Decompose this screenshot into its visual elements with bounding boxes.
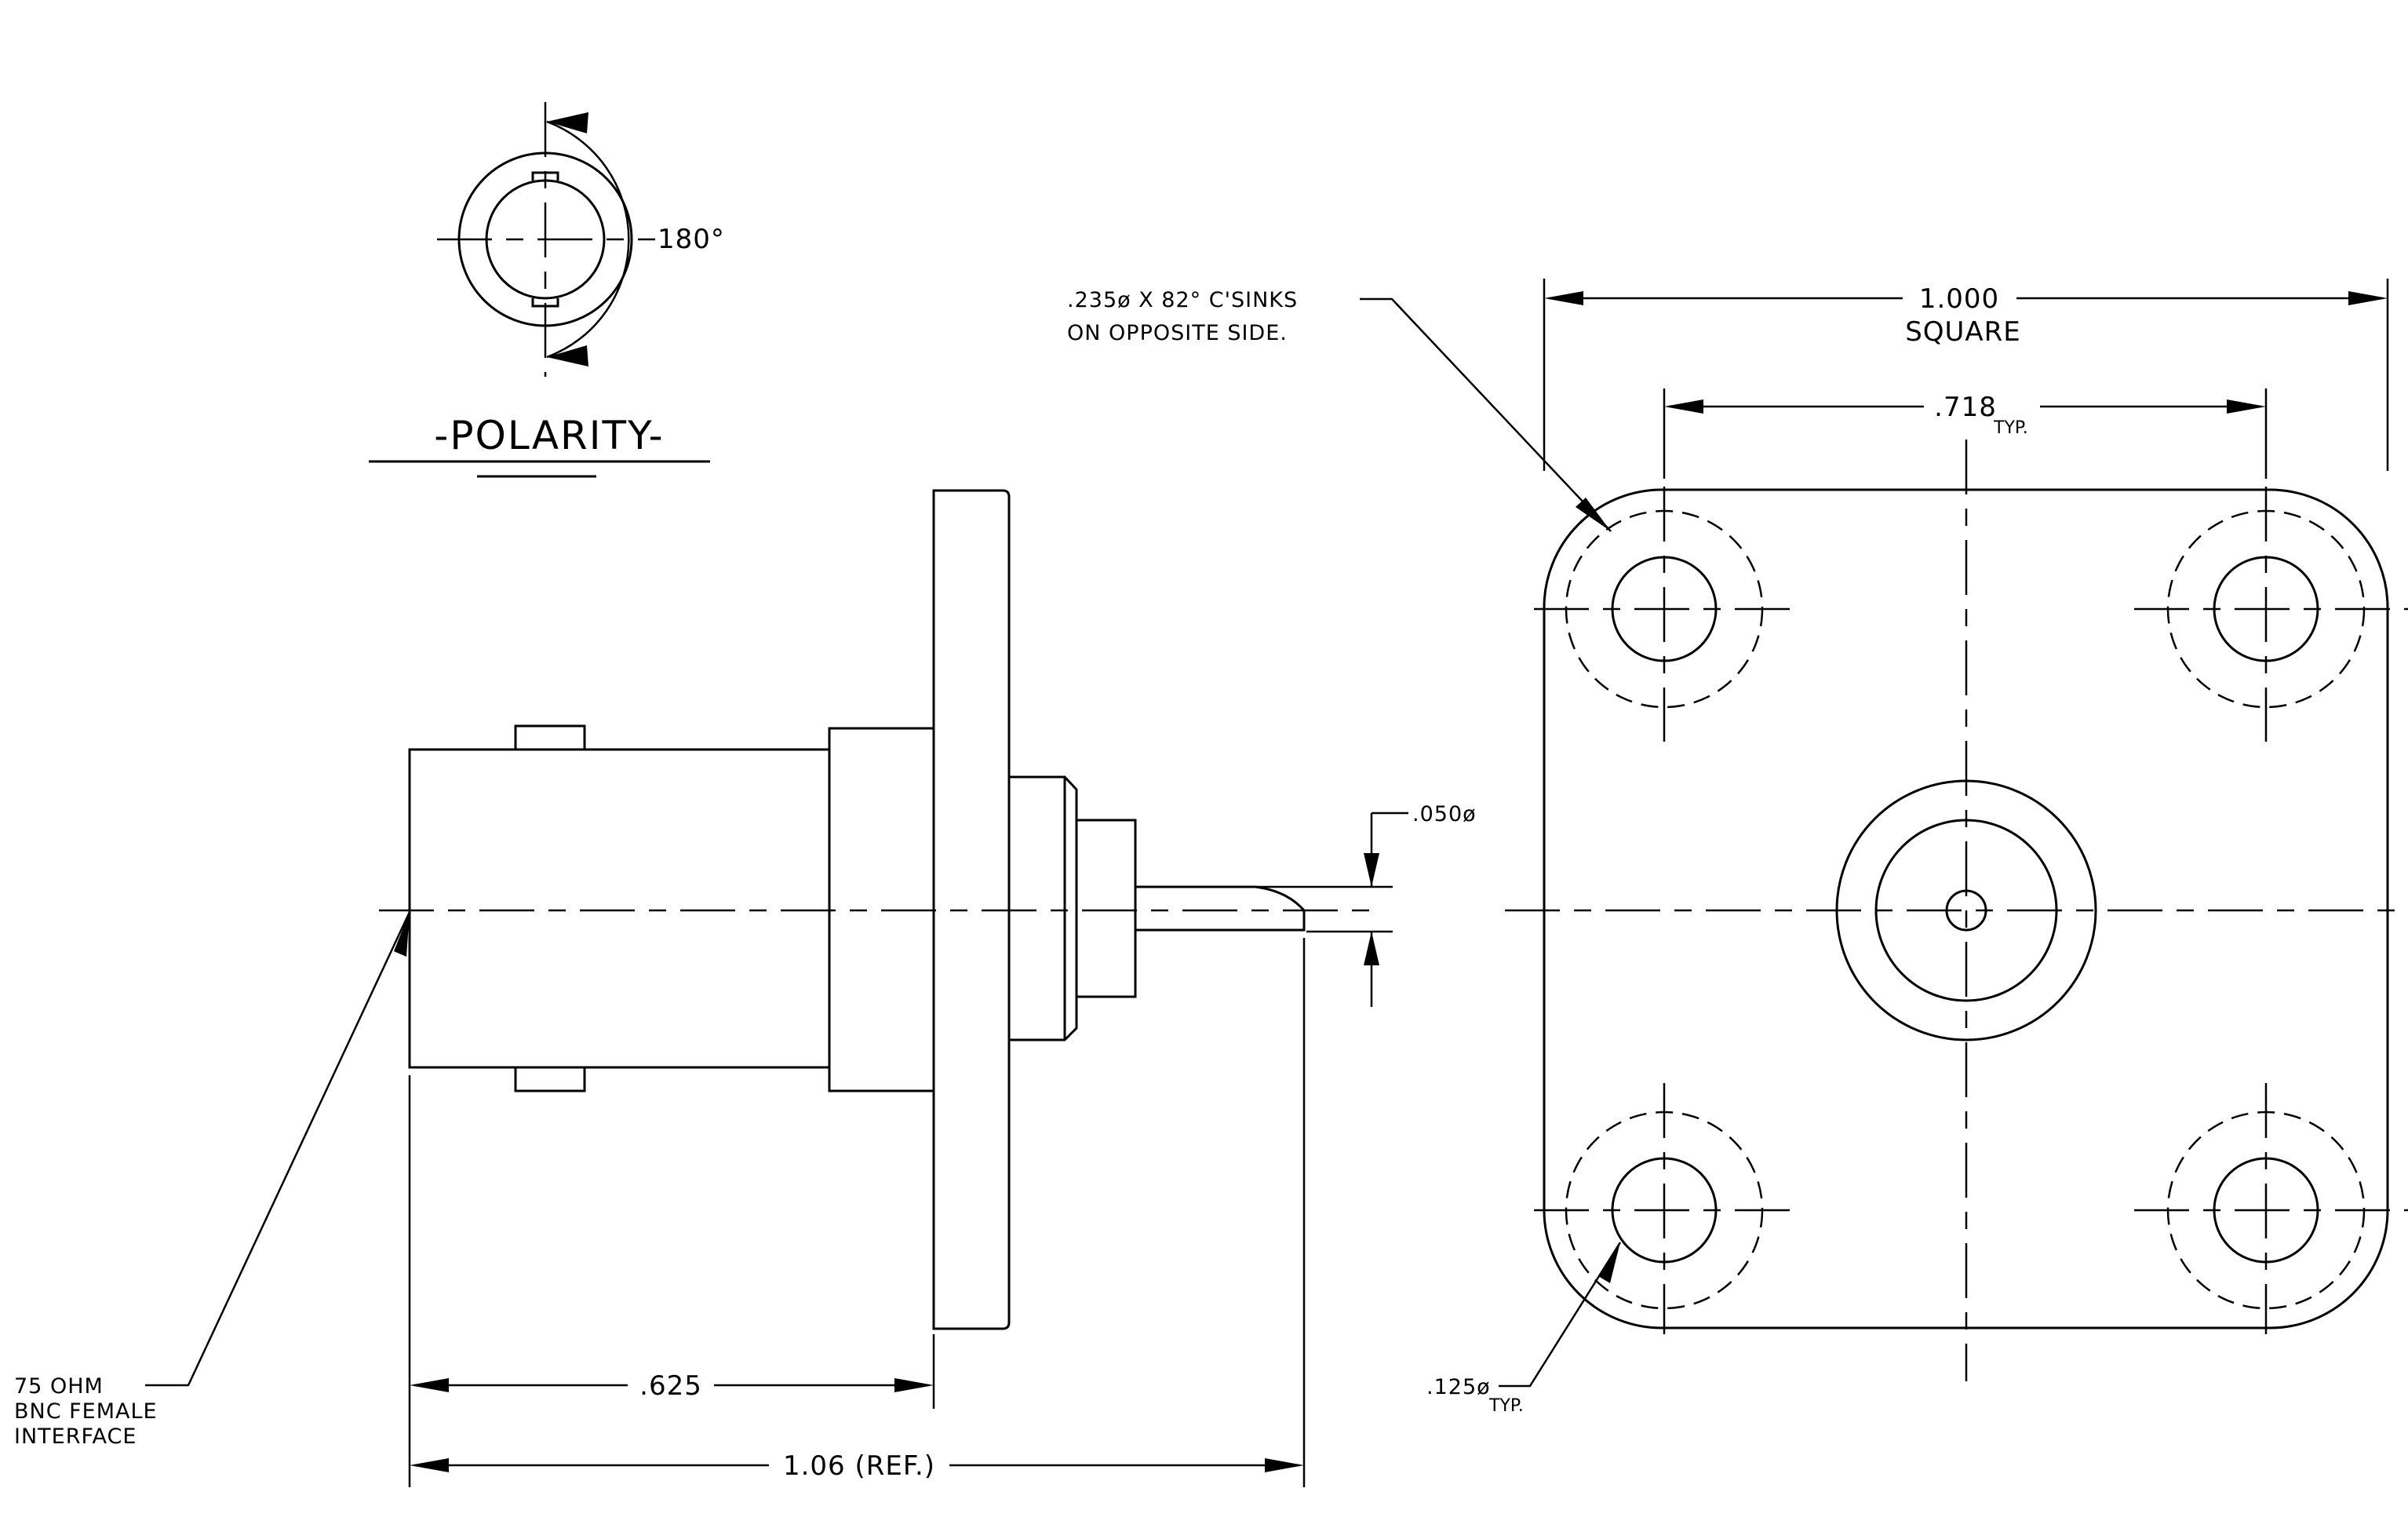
hole-dia-label: .125ø bbox=[1426, 1375, 1491, 1399]
csink-note-line2: ON OPPOSITE SIDE. bbox=[1067, 321, 1288, 345]
mount-hole-top-left bbox=[1534, 487, 1797, 742]
side-view: .050ø .625 1.06 (REF.) 75 OHM BNC FEMALE… bbox=[14, 489, 1477, 1487]
polarity-view: 180° -POLARITY- bbox=[369, 102, 725, 478]
overall-length-label: 1.06 (REF.) bbox=[783, 1450, 935, 1482]
overall-width-note: SQUARE bbox=[1905, 316, 2021, 348]
mount-hole-bottom-left bbox=[1534, 1083, 1797, 1334]
length-625-label: .625 bbox=[639, 1370, 702, 1402]
polarity-title: -POLARITY- bbox=[434, 413, 664, 458]
hole-spacing-label: .718 bbox=[1934, 392, 1997, 423]
hole-dia-note: TYP. bbox=[1488, 1396, 1524, 1416]
interface-note-line1: 75 OHM bbox=[14, 1374, 104, 1399]
hole-spacing-note: TYP. bbox=[1993, 418, 2028, 438]
pin-dia-label: .050ø bbox=[1412, 802, 1477, 826]
interface-note-line3: INTERFACE bbox=[14, 1424, 137, 1449]
front-view: 1.000 SQUARE .718 TYP. .235ø X 82° C'SIN… bbox=[1067, 279, 2408, 1416]
csink-note-line1: .235ø X 82° C'SINKS bbox=[1067, 288, 1298, 312]
mount-hole-top-right bbox=[2134, 487, 2408, 742]
interface-note-line2: BNC FEMALE bbox=[14, 1399, 158, 1424]
overall-width-label: 1.000 bbox=[1919, 283, 1999, 315]
polarity-angle: 180° bbox=[658, 224, 725, 255]
mount-hole-bottom-right bbox=[2134, 1083, 2408, 1334]
